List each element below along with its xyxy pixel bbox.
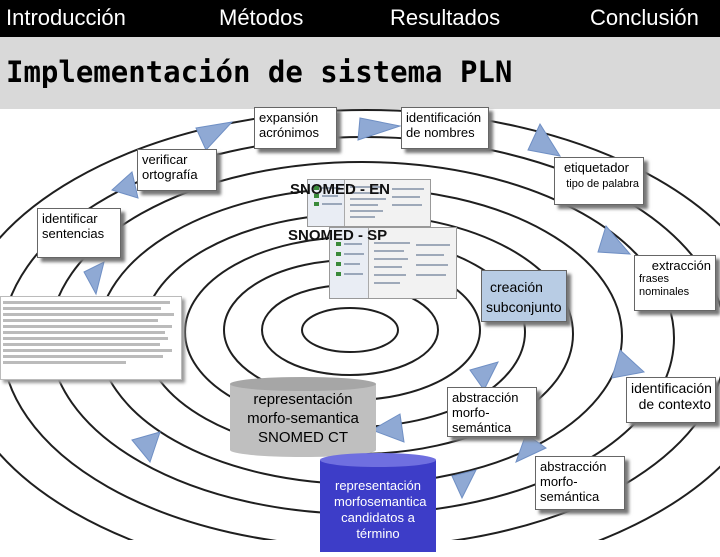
nav-metodos[interactable]: Métodos	[219, 5, 304, 30]
step-verificar-text: verificar ortografía	[142, 152, 198, 182]
step-identificacion-contexto: identificación de contexto	[626, 377, 716, 423]
step-abstraccion-1: abstracción morfo-semántica	[447, 387, 537, 437]
step-extraccion: extracción frases nominales	[634, 255, 716, 311]
step-subconjunto-text: subconjunto	[486, 299, 562, 315]
snomed-sp-label: SNOMED - SP	[288, 227, 388, 244]
arrow-8	[469, 361, 499, 391]
step-identificar-sentencias: identificar sentencias	[37, 208, 121, 258]
text-excerpt-panel	[0, 296, 182, 380]
arrow-7	[611, 349, 646, 379]
step-abstraccion-1-text: abstracción morfo-semántica	[452, 390, 519, 435]
page-title: Implementación de sistema PLN	[6, 55, 513, 89]
step-frases-nominales-text: frases nominales	[639, 273, 690, 298]
step-etiquetador-text: etiquetador	[563, 160, 629, 175]
nav-resultados[interactable]: Resultados	[390, 5, 501, 30]
arrow-2	[527, 122, 562, 157]
step-verificar-ortografia: verificar ortografía	[137, 149, 217, 191]
step-identificacion-contexto-text: identificación de contexto	[631, 380, 712, 412]
snomed-en-screenshot	[307, 179, 431, 227]
snomed-en-label: SNOMED - EN	[290, 181, 391, 198]
step-abstraccion-2-text: abstracción morfo-semántica	[540, 459, 607, 504]
nav-introduccion[interactable]: Introducción	[6, 5, 126, 30]
step-abstraccion-2: abstracción morfo-semántica	[535, 456, 625, 510]
step-creacion-text: creación	[490, 279, 543, 295]
arrow-12	[131, 431, 161, 464]
step-expansion-acronimos: expansión acrónimos	[254, 107, 337, 149]
arrow-6	[83, 261, 105, 296]
nav-conclusion[interactable]: Conclusión	[590, 5, 699, 30]
gray-cylinder-shape	[230, 377, 376, 457]
snomed-sp-screenshot	[329, 227, 457, 299]
top-nav: Introducción Métodos Resultados Conclusi…	[0, 0, 720, 37]
arrow-4	[111, 171, 139, 199]
step-extraccion-text: extracción	[651, 258, 711, 273]
step-identificacion-nombres-text: identificación de nombres	[406, 110, 482, 140]
blue-cylinder-shape	[320, 453, 436, 552]
spiral-arrows	[83, 117, 646, 500]
arrow-9	[370, 413, 405, 443]
step-expansion-text: expansión acrónimos	[259, 110, 319, 140]
candidatos-cylinder: representación morfosemantica candidatos…	[318, 452, 438, 552]
step-creacion-subconjunto: creación subconjunto	[481, 270, 567, 322]
snomed-ct-cylinder: representación morfo-semantica SNOMED CT	[228, 376, 378, 458]
blue-cylinder-text: representación morfosemantica candidatos…	[334, 478, 427, 541]
title-bar: Implementación de sistema PLN	[0, 37, 720, 109]
step-identificacion-nombres: identificación de nombres	[401, 107, 489, 149]
step-tipo-palabra-text: tipo de palabra	[566, 178, 639, 190]
gray-cylinder-text: representación morfo-semantica SNOMED CT	[247, 391, 359, 446]
step-identificar-sentencias-text: identificar sentencias	[42, 211, 105, 241]
arrow-11	[451, 469, 477, 500]
arrow-10	[515, 433, 547, 463]
arrow-5	[597, 224, 632, 255]
arrow-1	[357, 117, 402, 141]
step-etiquetador: etiquetador tipo de palabra	[554, 157, 644, 205]
arrow-3	[195, 121, 234, 151]
